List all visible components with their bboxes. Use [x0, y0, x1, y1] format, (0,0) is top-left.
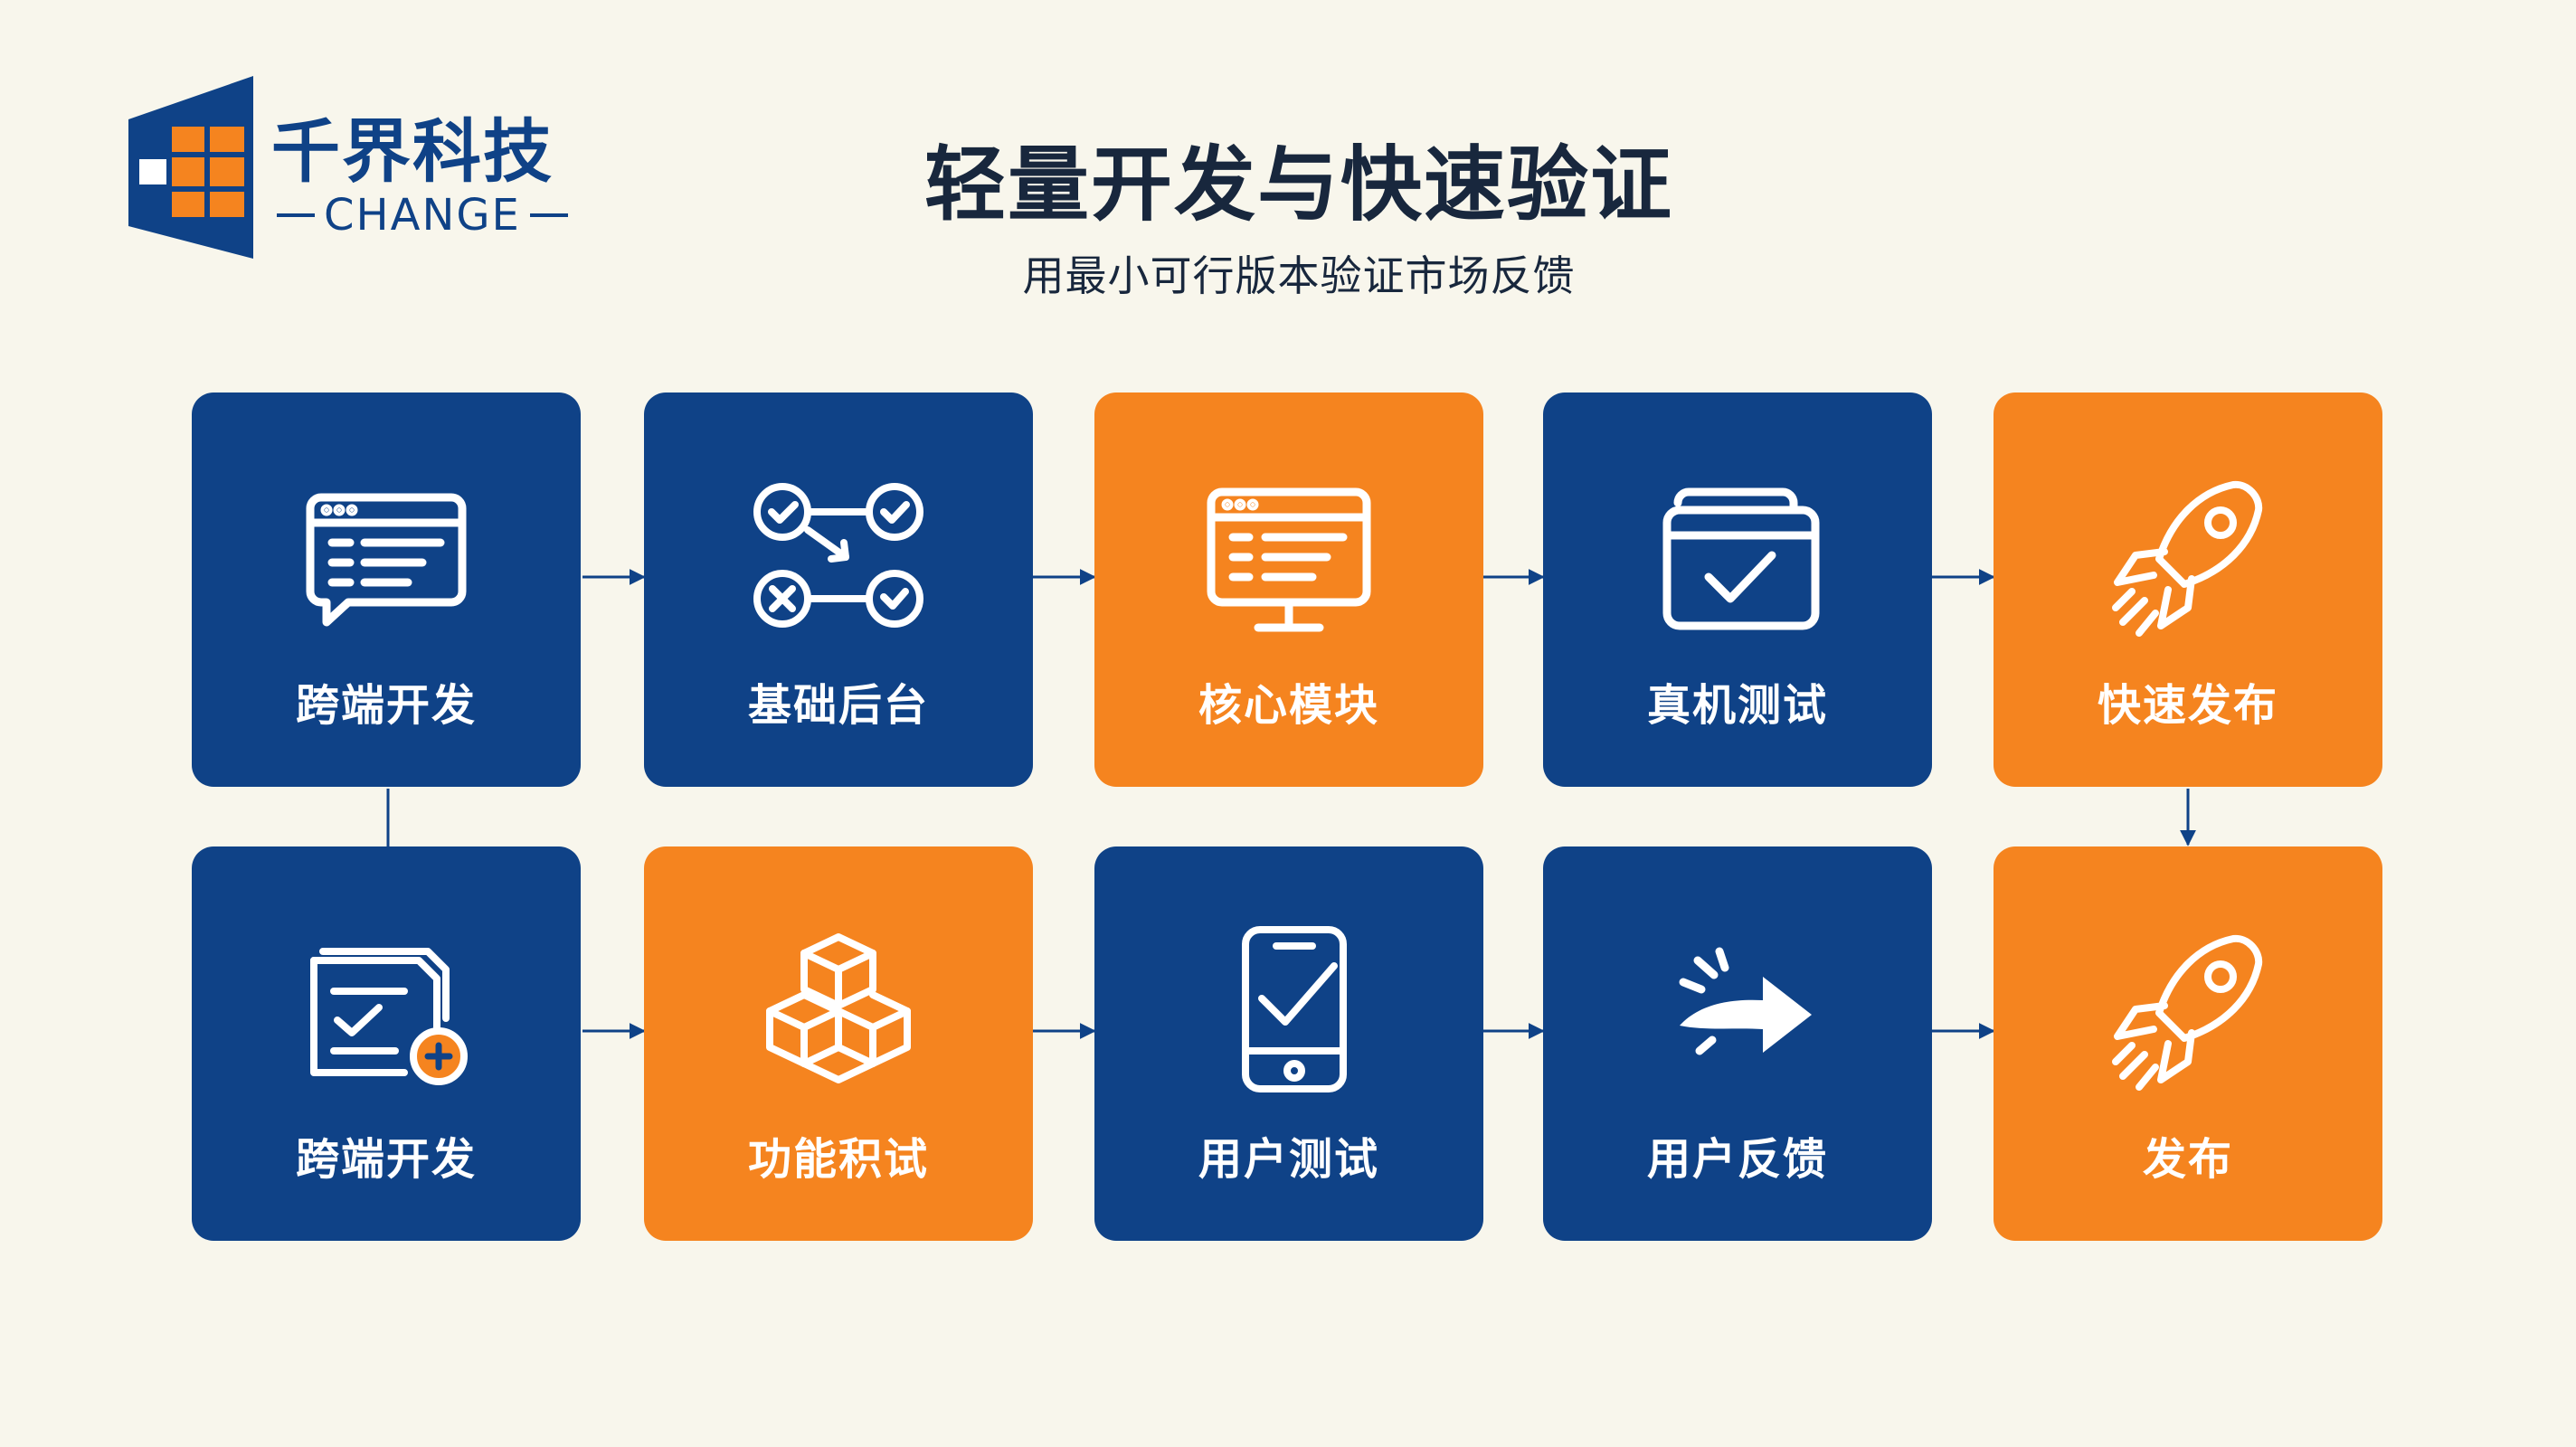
step-label: 功能积试	[747, 1134, 929, 1185]
step-card-device-testing[interactable]: 真机测试	[1543, 392, 1932, 787]
step-label: 基础后台	[747, 680, 929, 731]
step-card-basic-backend[interactable]: 基础后台	[644, 392, 1033, 787]
smartphone-check-icon	[1242, 926, 1347, 1092]
step-label: 快速发布	[2097, 680, 2278, 731]
brand-name-cn: 千界科技	[271, 111, 554, 192]
step-label: 用户测试	[1198, 1134, 1379, 1185]
step-label: 跨端开发	[295, 1134, 477, 1185]
step-label: 核心模块	[1198, 680, 1379, 731]
step-label: 真机测试	[1646, 680, 1828, 731]
step-label: 用户反馈	[1646, 1134, 1828, 1185]
brand-logo: 千界科技 CHANGE	[123, 74, 593, 264]
rocket-icon	[2112, 480, 2263, 637]
step-card-user-feedback[interactable]: 用户反馈	[1543, 846, 1932, 1241]
brand-name-en: CHANGE	[324, 190, 521, 241]
step-card-user-testing[interactable]: 用户测试	[1094, 846, 1483, 1241]
step-label: 跨端开发	[295, 680, 477, 731]
stacked-boxes-icon	[766, 933, 911, 1083]
window-logo-icon	[128, 76, 253, 259]
brand-tagline: CHANGE	[277, 194, 568, 237]
page-title: 轻量开发与快速验证	[924, 137, 1673, 232]
step-card-cross-platform-dev[interactable]: 跨端开发	[192, 392, 581, 787]
step-card-core-module[interactable]: 核心模块	[1094, 392, 1483, 787]
browser-window-chat-icon	[306, 493, 467, 627]
step-card-fast-release[interactable]: 快速发布	[1994, 392, 2382, 787]
step-card-release[interactable]: 发布	[1994, 846, 2382, 1241]
checked-card-icon	[1662, 487, 1820, 630]
step-label: 发布	[2142, 1134, 2233, 1185]
brand-divider-left	[277, 213, 315, 217]
forward-arrow-icon	[1679, 947, 1812, 1055]
step-card-cross-platform-dev-2[interactable]: 跨端开发	[192, 846, 581, 1241]
checked-document-add-icon	[310, 948, 468, 1085]
step-card-feature-trial[interactable]: 功能积试	[644, 846, 1033, 1241]
workflow-checks-icon	[753, 483, 923, 628]
monitor-icon	[1207, 487, 1371, 632]
brand-divider-right	[529, 213, 568, 217]
page-subtitle: 用最小可行版本验证市场反馈	[1022, 251, 1576, 300]
rocket-icon	[2112, 934, 2263, 1091]
